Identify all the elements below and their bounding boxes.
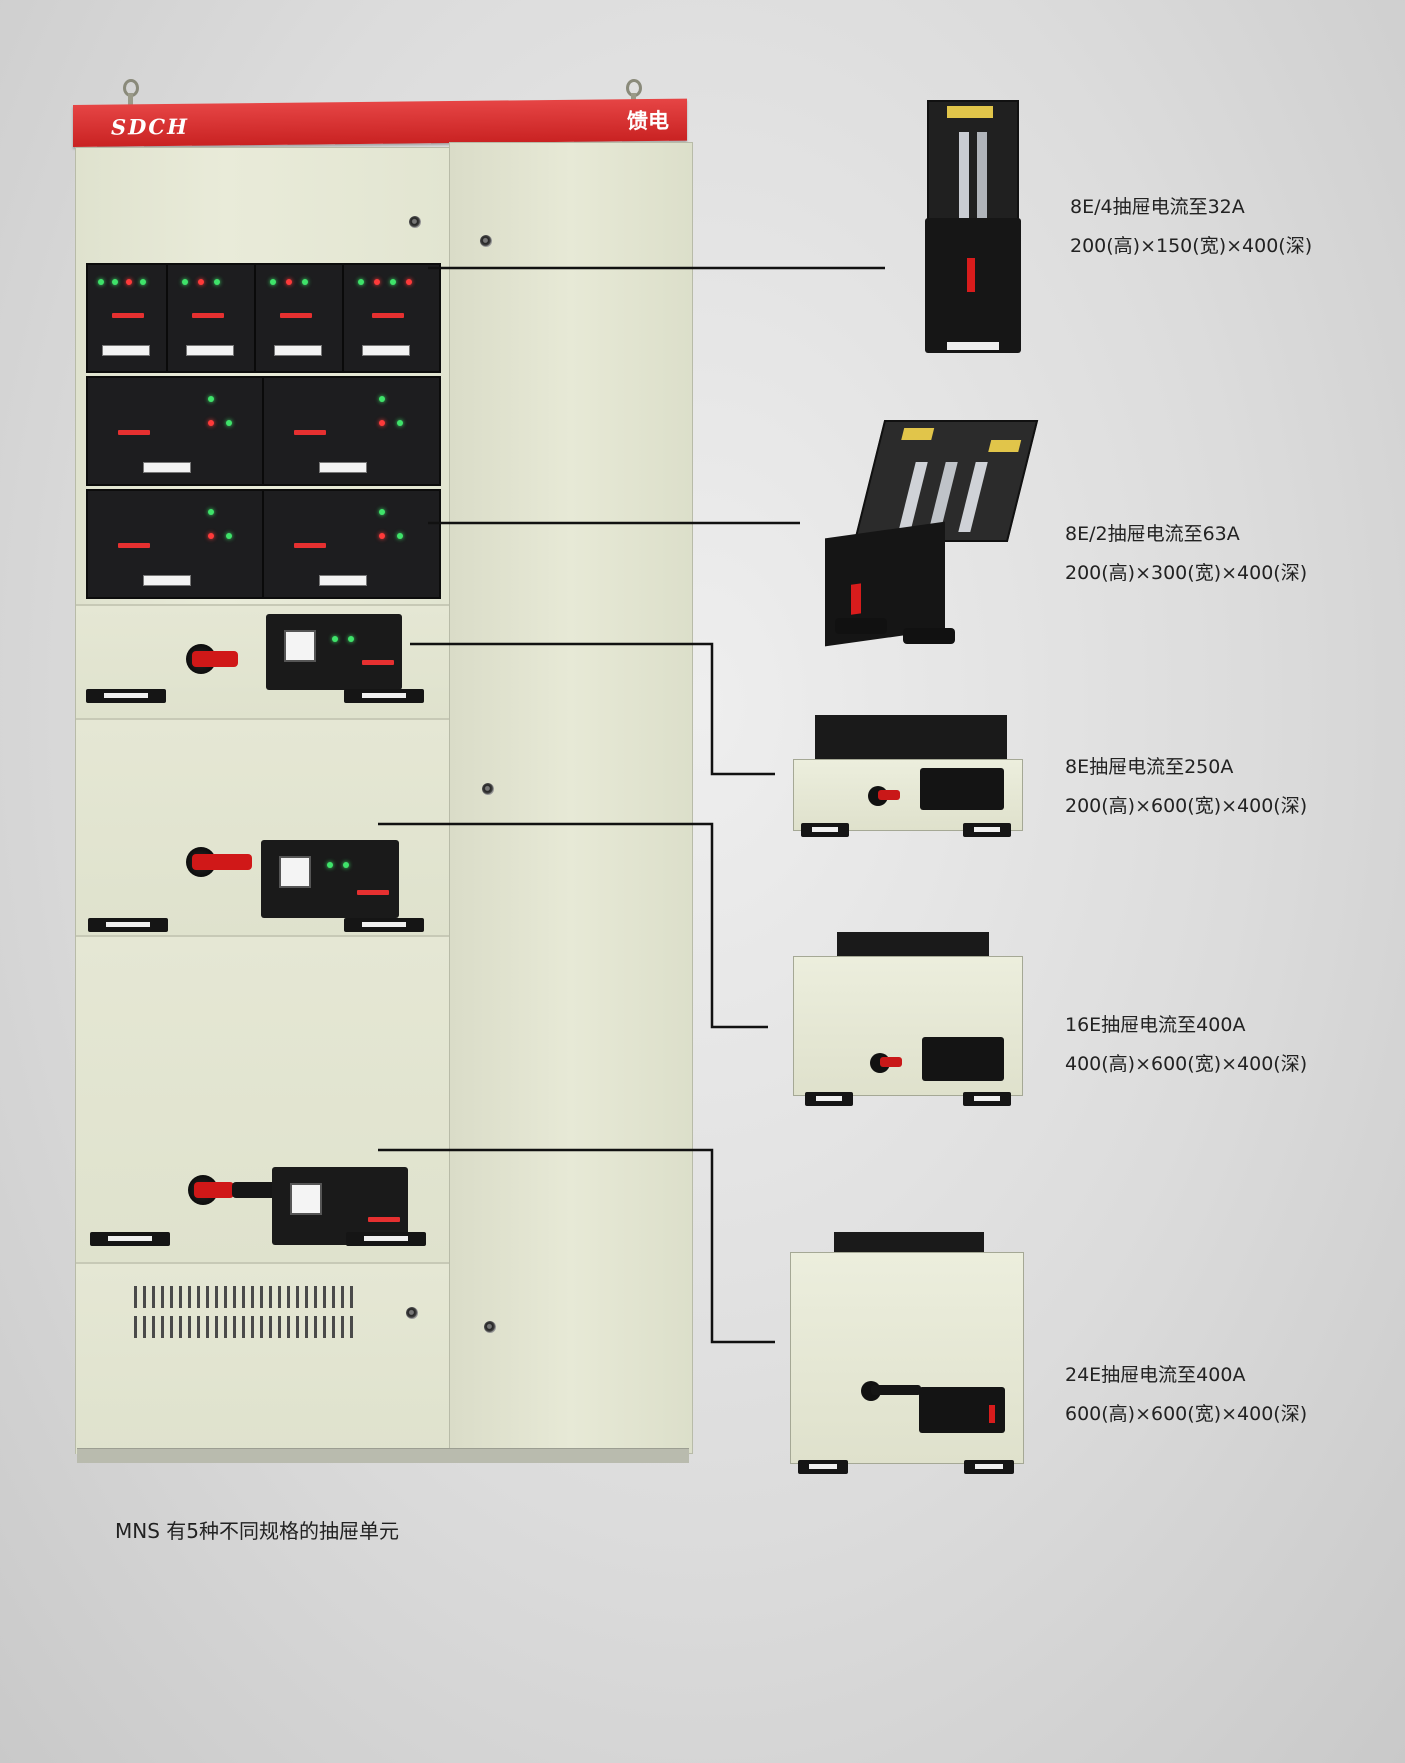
meter-panel — [272, 1167, 408, 1245]
drawer-8e-module — [76, 604, 450, 718]
vent-slots-top — [134, 1286, 353, 1308]
drawer-unit-8e4-image — [925, 100, 1025, 358]
callout-line-8e — [410, 642, 775, 776]
drawer-row-8e2-a — [86, 376, 441, 486]
drawer-8e4-a — [88, 265, 168, 371]
unit-8e2-label: 8E/2抽屉电流至63A 200(高)×300(宽)×400(深) — [1065, 515, 1307, 593]
drawer-pull-left — [88, 918, 168, 932]
unit-24e-dims: 600(高)×600(宽)×400(深) — [1065, 1403, 1308, 1425]
drawer-row-8e2-b — [86, 489, 441, 599]
drawer-pull-right — [963, 823, 1011, 837]
drawer-front — [925, 218, 1021, 353]
callout-line-16e — [378, 822, 768, 1029]
unit-8e2-dims: 200(高)×300(宽)×400(深) — [1065, 562, 1308, 584]
door-lock-icon — [480, 235, 492, 247]
cabinet-left-section — [75, 147, 451, 1454]
drawer-pull-right — [344, 918, 424, 932]
drawer-front — [790, 1252, 1024, 1464]
unit-8e-label: 8E抽屉电流至250A 200(高)×600(宽)×400(深) — [1065, 748, 1307, 826]
unit-8e4-label: 8E/4抽屉电流至32A 200(高)×150(宽)×400(深) — [1070, 188, 1312, 266]
drawer-8e2-d — [264, 491, 439, 597]
drawer-front — [793, 759, 1023, 831]
unit-16e-label: 16E抽屉电流至400A 400(高)×600(宽)×400(深) — [1065, 1006, 1307, 1084]
page-caption: MNS 有5种不同规格的抽屉单元 — [115, 1519, 399, 1543]
unit-24e-label: 24E抽屉电流至400A 600(高)×600(宽)×400(深) — [1065, 1356, 1307, 1434]
drawer-unit-8e-image — [793, 715, 1025, 843]
door-lock-icon — [484, 1321, 496, 1333]
lifting-eye-left — [123, 79, 139, 105]
meter-panel — [261, 840, 399, 918]
unit-8e4-name: 8E/4抽屉电流至32A — [1070, 196, 1245, 218]
drawer-pull-left — [801, 823, 849, 837]
unit-8e4-dims: 200(高)×150(宽)×400(深) — [1070, 235, 1313, 257]
switchgear-cabinet: SDCH 馈电 — [73, 79, 693, 1463]
drawer-8e2-a — [88, 378, 264, 484]
drawer-24e-module — [76, 935, 450, 1262]
drawer-row-8e4 — [86, 263, 441, 373]
drawer-front — [793, 956, 1023, 1096]
cabinet-base — [77, 1448, 689, 1463]
vent-slots-bottom — [134, 1316, 353, 1338]
drawer-pull-right — [344, 689, 424, 703]
meter-panel — [266, 614, 402, 690]
drawer-8e2-b — [264, 378, 439, 484]
door-lock-icon — [482, 783, 494, 795]
drawer-pull-left — [90, 1232, 170, 1246]
drawer-16e-module — [76, 718, 450, 935]
drawer-8e4-c — [256, 265, 344, 371]
vent-panel — [76, 1262, 450, 1454]
unit-16e-dims: 400(高)×600(宽)×400(深) — [1065, 1053, 1308, 1075]
unit-8e-name: 8E抽屉电流至250A — [1065, 756, 1234, 778]
drawer-unit-16e-image — [793, 932, 1025, 1112]
unit-24e-name: 24E抽屉电流至400A — [1065, 1364, 1246, 1386]
drawer-pull-right — [964, 1460, 1014, 1474]
drawer-top — [815, 715, 1007, 759]
drawer-pull-right — [963, 1092, 1011, 1106]
drawer-pull-left — [798, 1460, 848, 1474]
drawer-pull-left — [805, 1092, 853, 1106]
unit-8e2-name: 8E/2抽屉电流至63A — [1065, 523, 1240, 545]
callout-line-24e — [378, 1148, 775, 1344]
unit-16e-name: 16E抽屉电流至400A — [1065, 1014, 1246, 1036]
drawer-pull-right — [346, 1232, 426, 1246]
cabinet-right-section — [449, 142, 693, 1454]
drawer-pull-left — [86, 689, 166, 703]
drawer-frame — [927, 100, 1019, 224]
drawer-8e2-c — [88, 491, 264, 597]
drawer-unit-8e2-image — [825, 420, 1039, 660]
drawer-frame — [853, 420, 1039, 542]
door-lock-icon — [406, 1307, 418, 1319]
door-lock-icon — [409, 216, 421, 228]
drawer-8e4-d — [344, 265, 439, 371]
drawer-8e4-b — [168, 265, 256, 371]
unit-8e-dims: 200(高)×600(宽)×400(深) — [1065, 795, 1308, 817]
drawer-unit-24e-image — [790, 1232, 1030, 1484]
